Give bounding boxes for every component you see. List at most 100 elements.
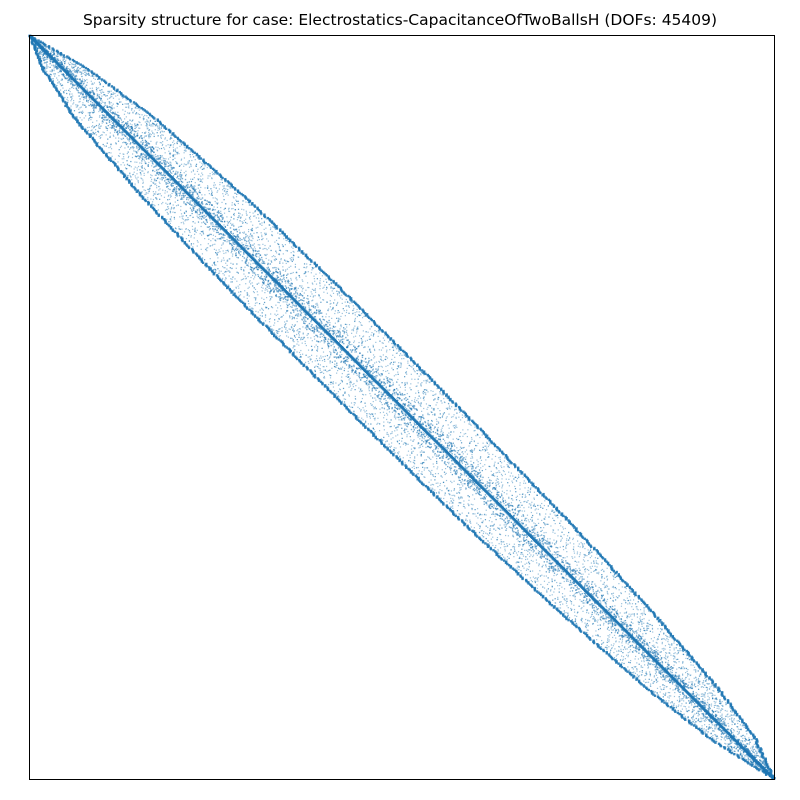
nonzero-marker <box>185 173 187 176</box>
nonzero-marker <box>253 215 255 217</box>
nonzero-marker <box>453 414 455 416</box>
nonzero-marker <box>314 295 316 297</box>
nonzero-marker <box>144 189 147 192</box>
nonzero-marker <box>142 170 144 172</box>
nonzero-marker <box>93 102 95 105</box>
nonzero-marker <box>386 448 389 451</box>
nonzero-marker <box>328 277 331 281</box>
nonzero-marker <box>628 586 632 590</box>
nonzero-marker <box>169 131 172 134</box>
nonzero-marker <box>591 599 594 601</box>
nonzero-marker <box>374 356 376 358</box>
nonzero-marker <box>715 697 717 699</box>
nonzero-marker <box>626 670 629 673</box>
nonzero-marker <box>286 303 288 305</box>
nonzero-marker <box>52 82 54 84</box>
nonzero-marker <box>531 585 534 589</box>
nonzero-marker <box>756 765 758 767</box>
nonzero-marker <box>66 55 69 58</box>
nonzero-marker <box>315 283 318 285</box>
nonzero-marker <box>325 274 329 277</box>
nonzero-marker <box>354 311 356 314</box>
nonzero-marker <box>469 423 471 425</box>
nonzero-marker <box>653 694 657 697</box>
nonzero-marker <box>413 462 415 464</box>
nonzero-marker <box>111 160 113 162</box>
nonzero-marker <box>211 270 214 274</box>
nonzero-marker <box>456 456 459 458</box>
nonzero-marker <box>73 87 75 89</box>
nonzero-marker <box>341 366 344 368</box>
nonzero-marker <box>632 608 634 610</box>
nonzero-marker <box>255 310 257 312</box>
nonzero-marker <box>413 459 415 461</box>
nonzero-marker <box>109 135 111 137</box>
nonzero-marker <box>410 373 412 375</box>
nonzero-marker <box>702 730 704 732</box>
nonzero-marker <box>614 576 616 579</box>
nonzero-marker <box>556 514 558 516</box>
nonzero-marker <box>612 569 615 573</box>
nonzero-marker <box>756 743 759 745</box>
nonzero-marker <box>688 722 691 725</box>
nonzero-marker <box>190 244 192 246</box>
nonzero-marker <box>221 182 223 184</box>
nonzero-marker <box>241 194 245 197</box>
nonzero-marker <box>283 276 285 279</box>
nonzero-marker <box>664 676 666 678</box>
nonzero-marker <box>417 418 419 420</box>
nonzero-marker <box>85 132 89 135</box>
nonzero-marker <box>216 276 220 279</box>
nonzero-marker <box>576 624 579 626</box>
nonzero-marker <box>331 290 333 292</box>
nonzero-marker <box>524 525 526 527</box>
nonzero-marker <box>397 452 399 454</box>
nonzero-marker <box>673 638 677 641</box>
nonzero-marker <box>164 221 167 224</box>
nonzero-marker <box>423 476 425 478</box>
nonzero-marker <box>748 737 750 739</box>
nonzero-marker <box>417 398 419 400</box>
nonzero-marker <box>615 661 618 664</box>
nonzero-marker <box>71 74 73 77</box>
nonzero-marker <box>121 96 123 98</box>
nonzero-marker <box>74 77 77 79</box>
nonzero-marker <box>625 582 628 585</box>
nonzero-marker <box>232 196 234 198</box>
nonzero-marker <box>329 278 333 282</box>
nonzero-marker <box>163 171 165 173</box>
nonzero-marker <box>66 98 68 100</box>
nonzero-marker <box>567 519 570 522</box>
nonzero-marker <box>643 659 645 661</box>
nonzero-marker <box>454 514 457 518</box>
nonzero-marker <box>271 235 274 237</box>
nonzero-marker <box>761 769 763 771</box>
nonzero-marker <box>311 288 314 290</box>
nonzero-marker <box>259 314 261 317</box>
nonzero-marker <box>499 471 501 474</box>
nonzero-marker <box>636 662 638 664</box>
nonzero-marker <box>753 748 756 750</box>
nonzero-marker <box>368 321 370 323</box>
nonzero-marker <box>85 73 87 75</box>
nonzero-marker <box>705 677 707 679</box>
nonzero-marker <box>192 251 195 254</box>
nonzero-marker <box>111 104 113 107</box>
nonzero-marker <box>120 119 123 121</box>
nonzero-marker <box>275 337 279 340</box>
nonzero-marker <box>233 203 236 205</box>
nonzero-marker <box>475 425 477 427</box>
nonzero-marker <box>128 181 131 184</box>
nonzero-marker <box>755 746 757 748</box>
nonzero-marker <box>74 65 76 68</box>
nonzero-marker <box>299 339 302 341</box>
nonzero-marker <box>70 112 73 116</box>
nonzero-marker <box>712 739 714 741</box>
nonzero-marker <box>372 354 375 356</box>
nonzero-marker <box>708 726 710 729</box>
nonzero-marker <box>663 701 666 704</box>
nonzero-marker <box>553 604 555 607</box>
nonzero-marker <box>544 539 547 541</box>
nonzero-marker <box>67 100 69 102</box>
nonzero-marker <box>639 618 641 620</box>
